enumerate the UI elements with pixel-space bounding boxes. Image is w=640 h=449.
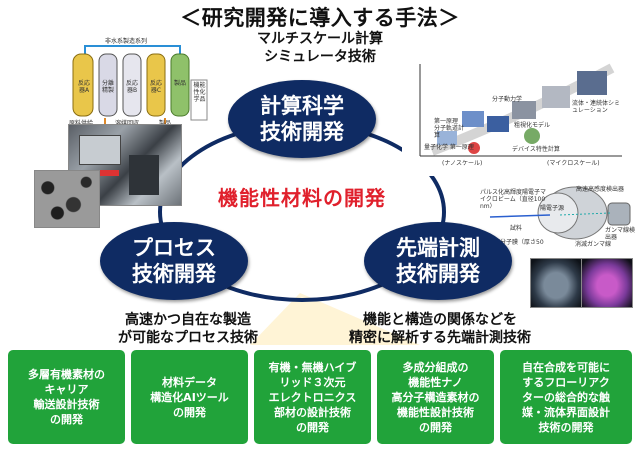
tomography-image-2	[581, 258, 633, 308]
oval-text: プロセス	[132, 236, 216, 260]
tech-box-flow-reactor: 自在合成を可能に するフローリアク ターの総合的な触 媒・流体界面設計 技術の開…	[500, 350, 632, 444]
oval-text: 技術開発	[396, 262, 480, 286]
tomography-image-1	[530, 258, 582, 308]
flow-bottom-label: 製品	[159, 120, 171, 127]
sim-label: 分子動力学	[492, 96, 523, 103]
oval-text: 技術開発	[132, 262, 216, 286]
meas-label: パルス化高輝度陽電子マイクロビーム（直径100 nm）	[480, 189, 547, 210]
box-line: ターの総合的な触	[522, 390, 610, 404]
flow-bottom-label: 原料供給	[69, 120, 93, 127]
sim-label: 流体・連続体シミュレーション	[572, 100, 621, 114]
tech-box-carrier-transport: 多層有機素材の キャリア 輸送設計技術 の開発	[8, 350, 125, 444]
multiscale-chart-svg	[419, 63, 622, 157]
meas-label: 消滅ガンマ線	[575, 241, 612, 248]
top-caption-line: シミュレータ技術	[264, 49, 376, 65]
box-line: リッド３次元	[279, 375, 346, 389]
center-title: 機能性材料の開発	[218, 186, 386, 210]
process-caption-line: 高速かつ自在な製造	[125, 312, 251, 328]
multiscale-chart-figure: 分子動力学 流体・連続体シミュレーション 第一原理 分子軌道計算 粗視化モデル …	[402, 56, 627, 176]
oval-text: 先端計測	[396, 236, 480, 260]
flow-cell: 反応器A	[77, 80, 90, 94]
box-line: の開発	[296, 420, 329, 434]
box-line: 有機・無機ハイブ	[268, 360, 357, 374]
process-caption: 高速かつ自在な製造 が可能なプロセス技術	[88, 311, 288, 347]
box-line: 自在合成を可能に	[522, 360, 610, 374]
meas-label: ガンマ線検出器	[605, 227, 636, 241]
sim-label: 第一原理 分子軌道計算	[434, 118, 465, 139]
top-caption: マルチスケール計算 シミュレータ技術	[200, 30, 440, 66]
equipment-unit	[129, 155, 159, 195]
oval-text: 計算科学	[260, 94, 344, 118]
process-flow-svg	[72, 45, 208, 127]
box-line: の開発	[172, 405, 206, 419]
box-line: の開発	[419, 420, 452, 434]
sim-label: デバイス特性計算	[512, 146, 560, 153]
page-title: ＜研究開発に導入する手法＞	[180, 6, 460, 30]
box-line: 機能性ナノ	[408, 375, 463, 389]
box-line: 構造化AIツール	[150, 390, 229, 404]
measurement-caption-line: 精密に解析する先端計測技術	[349, 330, 531, 346]
oval-computational-science: 計算科学 技術開発	[228, 80, 376, 158]
meas-label: 試料	[510, 225, 523, 232]
box-line: するフローリアク	[522, 375, 610, 389]
box-line: 多層有機素材の	[28, 368, 105, 381]
measurement-caption-line: 機能と構造の関係などを	[363, 312, 517, 328]
sim-label: (マイクロスケール)	[547, 160, 600, 167]
box-line: キャリア	[44, 383, 89, 396]
box-line: 媒・流体界面設計	[522, 405, 610, 419]
oval-advanced-measurement: 先端計測 技術開発	[364, 222, 512, 300]
box-line: 高分子構造素材の	[391, 390, 480, 404]
equipment-panel	[79, 135, 121, 165]
flow-cell: 分離精製	[101, 80, 114, 94]
highlight-wedge	[250, 293, 420, 345]
sim-label: 量子化学 第一原理	[424, 144, 474, 151]
meas-label: 高速高感度検出器	[576, 186, 625, 193]
flow-bottom-label: 溶媒回収	[115, 120, 139, 127]
box-line: 機能性設計技術	[397, 405, 474, 419]
process-flow-figure: 非水系製造系列 反応器A 分離精製 反応器B 反応器C 製品 機能性化学品 原料…	[55, 38, 210, 130]
top-caption-line: マルチスケール計算	[257, 31, 383, 47]
sim-label: 粗視化モデル	[514, 122, 551, 129]
box-line: 多成分組成の	[402, 360, 469, 374]
oval-text: 技術開発	[260, 120, 344, 144]
measurement-schematic-svg	[489, 186, 631, 240]
sim-label: (ナノスケール)	[442, 160, 483, 167]
box-line: エレクトロニクス	[268, 390, 357, 404]
box-line: 部材の設計技術	[274, 405, 351, 419]
equipment-accent	[89, 170, 119, 176]
tech-box-hybrid-electronics: 有機・無機ハイブ リッド３次元 エレクトロニクス 部材の設計技術 の開発	[254, 350, 371, 444]
process-caption-line: が可能なプロセス技術	[118, 330, 258, 346]
flow-cell: 製品	[173, 80, 186, 87]
box-line: 技術の開発	[538, 420, 594, 434]
flow-cell: 反応器C	[149, 80, 162, 94]
tech-box-ai-tool: 材料データ 構造化AIツール の開発	[131, 350, 248, 444]
meas-label: 陽電子源	[540, 205, 565, 212]
oval-process: プロセス 技術開発	[100, 222, 248, 300]
tech-box-nano-polymer: 多成分組成の 機能性ナノ 高分子構造素材の 機能性設計技術 の開発	[377, 350, 494, 444]
sem-micrograph	[34, 170, 100, 228]
box-line: 材料データ	[161, 375, 217, 389]
flow-side-label: 機能性化学品	[193, 82, 206, 103]
box-line: 輸送設計技術	[33, 398, 100, 411]
flow-title: 非水系製造系列	[105, 38, 148, 45]
measurement-caption: 機能と構造の関係などを 精密に解析する先端計測技術	[300, 311, 580, 347]
box-line: の開発	[50, 413, 83, 426]
flow-cell: 反応器B	[125, 80, 138, 94]
